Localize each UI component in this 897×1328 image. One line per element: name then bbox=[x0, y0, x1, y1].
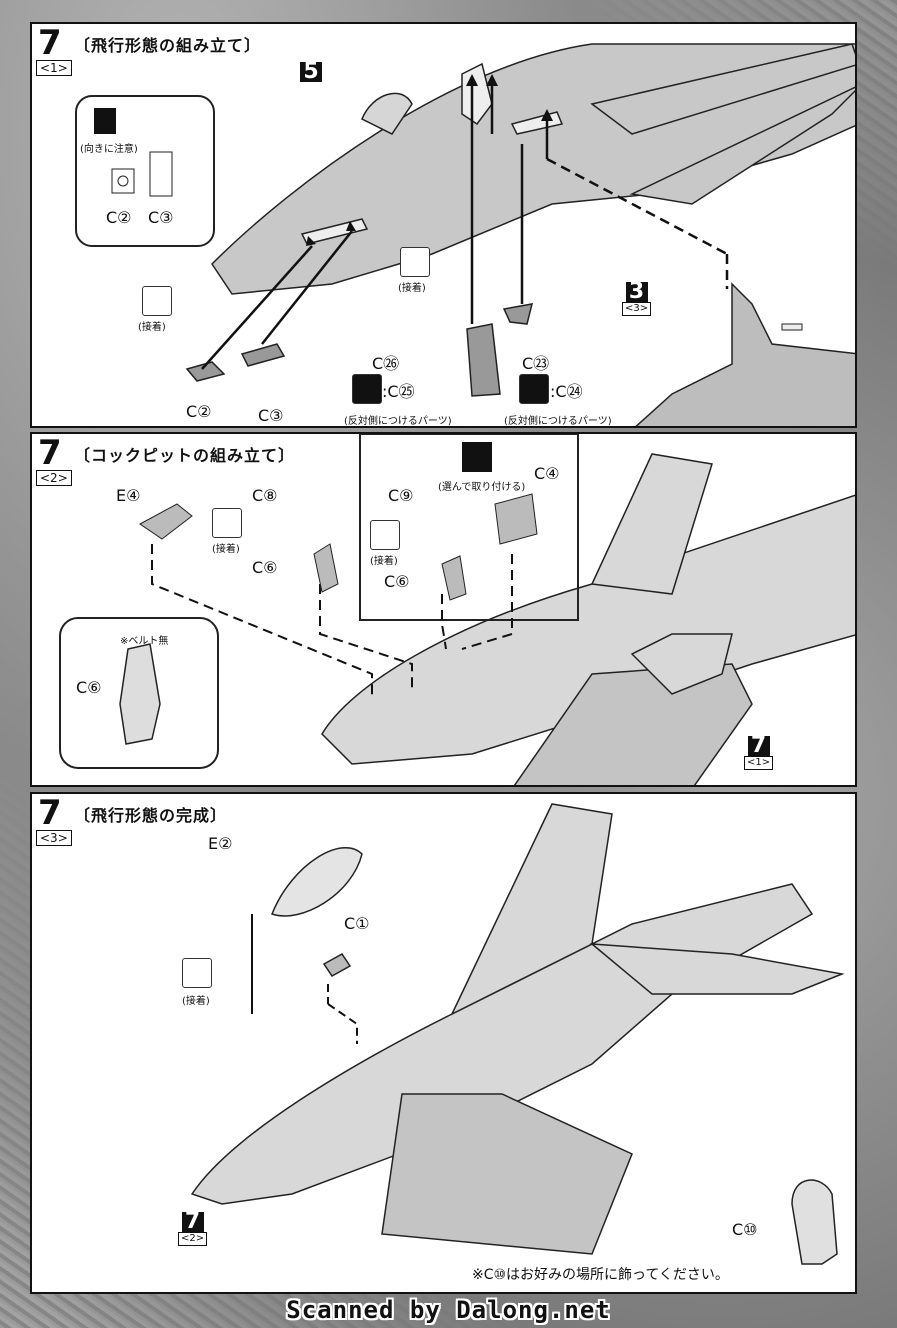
glue-label: (接着) bbox=[212, 544, 240, 555]
opposite-note-1: (反対側につけるパーツ) bbox=[344, 416, 452, 427]
part-e4: E④ bbox=[116, 486, 141, 505]
caution-note: (向きに注意) bbox=[80, 144, 138, 155]
glue-icon bbox=[212, 508, 242, 538]
part-c8: C⑧ bbox=[252, 486, 278, 505]
choose-note: (選んで取り付ける) bbox=[438, 482, 526, 493]
step-7-3-panel: 7 <3> 〔飛行形態の完成〕 E② C① (接着) 7<2> C⑩ ※C⑩はお… bbox=[30, 792, 857, 1294]
opposite-side-icon bbox=[519, 374, 549, 404]
step-title: 〔コックピットの組み立て〕 bbox=[74, 446, 296, 465]
glue-label-2: (接着) bbox=[398, 283, 426, 294]
glue-icon bbox=[400, 247, 430, 277]
completed-aircraft-diagram bbox=[190, 803, 845, 1265]
glue-icon bbox=[370, 520, 400, 550]
step-number: 7 bbox=[38, 436, 72, 470]
part-c2: C② bbox=[186, 402, 212, 421]
glue-label-1: (接着) bbox=[138, 322, 166, 333]
scan-credit: Scanned by Dalong.net bbox=[286, 1296, 611, 1324]
opposite-side-icon bbox=[352, 374, 382, 404]
step-ref-5: 5 bbox=[300, 61, 322, 83]
step-number: 7 bbox=[38, 796, 72, 830]
step-ref-7-1: 7<1> bbox=[744, 735, 774, 770]
part-c23: C㉓ bbox=[522, 354, 550, 373]
glue-label-2: (接着) bbox=[370, 556, 398, 567]
part-c3: C③ bbox=[258, 406, 284, 425]
part-c25: :C㉕ bbox=[382, 382, 415, 401]
step-7-1-panel: 7 <1> 〔飛行形態の組み立て〕 5 (向きに注意) C② C③ (接着) (… bbox=[30, 22, 857, 428]
glue-icon bbox=[142, 286, 172, 316]
step-ref-3: 3<3> bbox=[622, 281, 652, 316]
step-title: 〔飛行形態の完成〕 bbox=[74, 806, 228, 825]
step-ref-7-2: 7<2> bbox=[178, 1211, 208, 1246]
part-c1: C① bbox=[344, 914, 370, 933]
step-title: 〔飛行形態の組み立て〕 bbox=[74, 36, 262, 55]
inset-part-c3: C③ bbox=[148, 208, 174, 227]
part-c24: :C㉔ bbox=[550, 382, 583, 401]
substep-label: <2> bbox=[36, 470, 72, 486]
part-c6-b: C⑥ bbox=[384, 572, 410, 591]
glue-label: (接着) bbox=[182, 996, 210, 1007]
part-e2: E② bbox=[208, 834, 233, 853]
aircraft-diagram-1 bbox=[75, 43, 855, 426]
part-c26: C㉖ bbox=[372, 354, 400, 373]
part-c10: C⑩ bbox=[732, 1220, 758, 1239]
glue-icon bbox=[182, 958, 212, 988]
display-note: ※C⑩はお好みの場所に飾ってください。 bbox=[472, 1267, 729, 1283]
cockpit-diagram bbox=[59, 434, 855, 785]
part-c6-c: C⑥ bbox=[76, 678, 102, 697]
step-7-2-panel: 7 <2> 〔コックピットの組み立て〕 E④ C⑧ (接着) C⑥ (選んで取り… bbox=[30, 432, 857, 787]
part-c4: C④ bbox=[534, 464, 560, 483]
opposite-note-2: (反対側につけるパーツ) bbox=[504, 416, 612, 427]
part-c6-a: C⑥ bbox=[252, 558, 278, 577]
substep-label: <3> bbox=[36, 830, 72, 846]
beltless-note: ※ベルト無 bbox=[120, 636, 169, 647]
part-c9: C⑨ bbox=[388, 486, 414, 505]
substep-label: <1> bbox=[36, 60, 72, 76]
step-number: 7 bbox=[38, 26, 72, 60]
inset-part-c2: C② bbox=[106, 208, 132, 227]
